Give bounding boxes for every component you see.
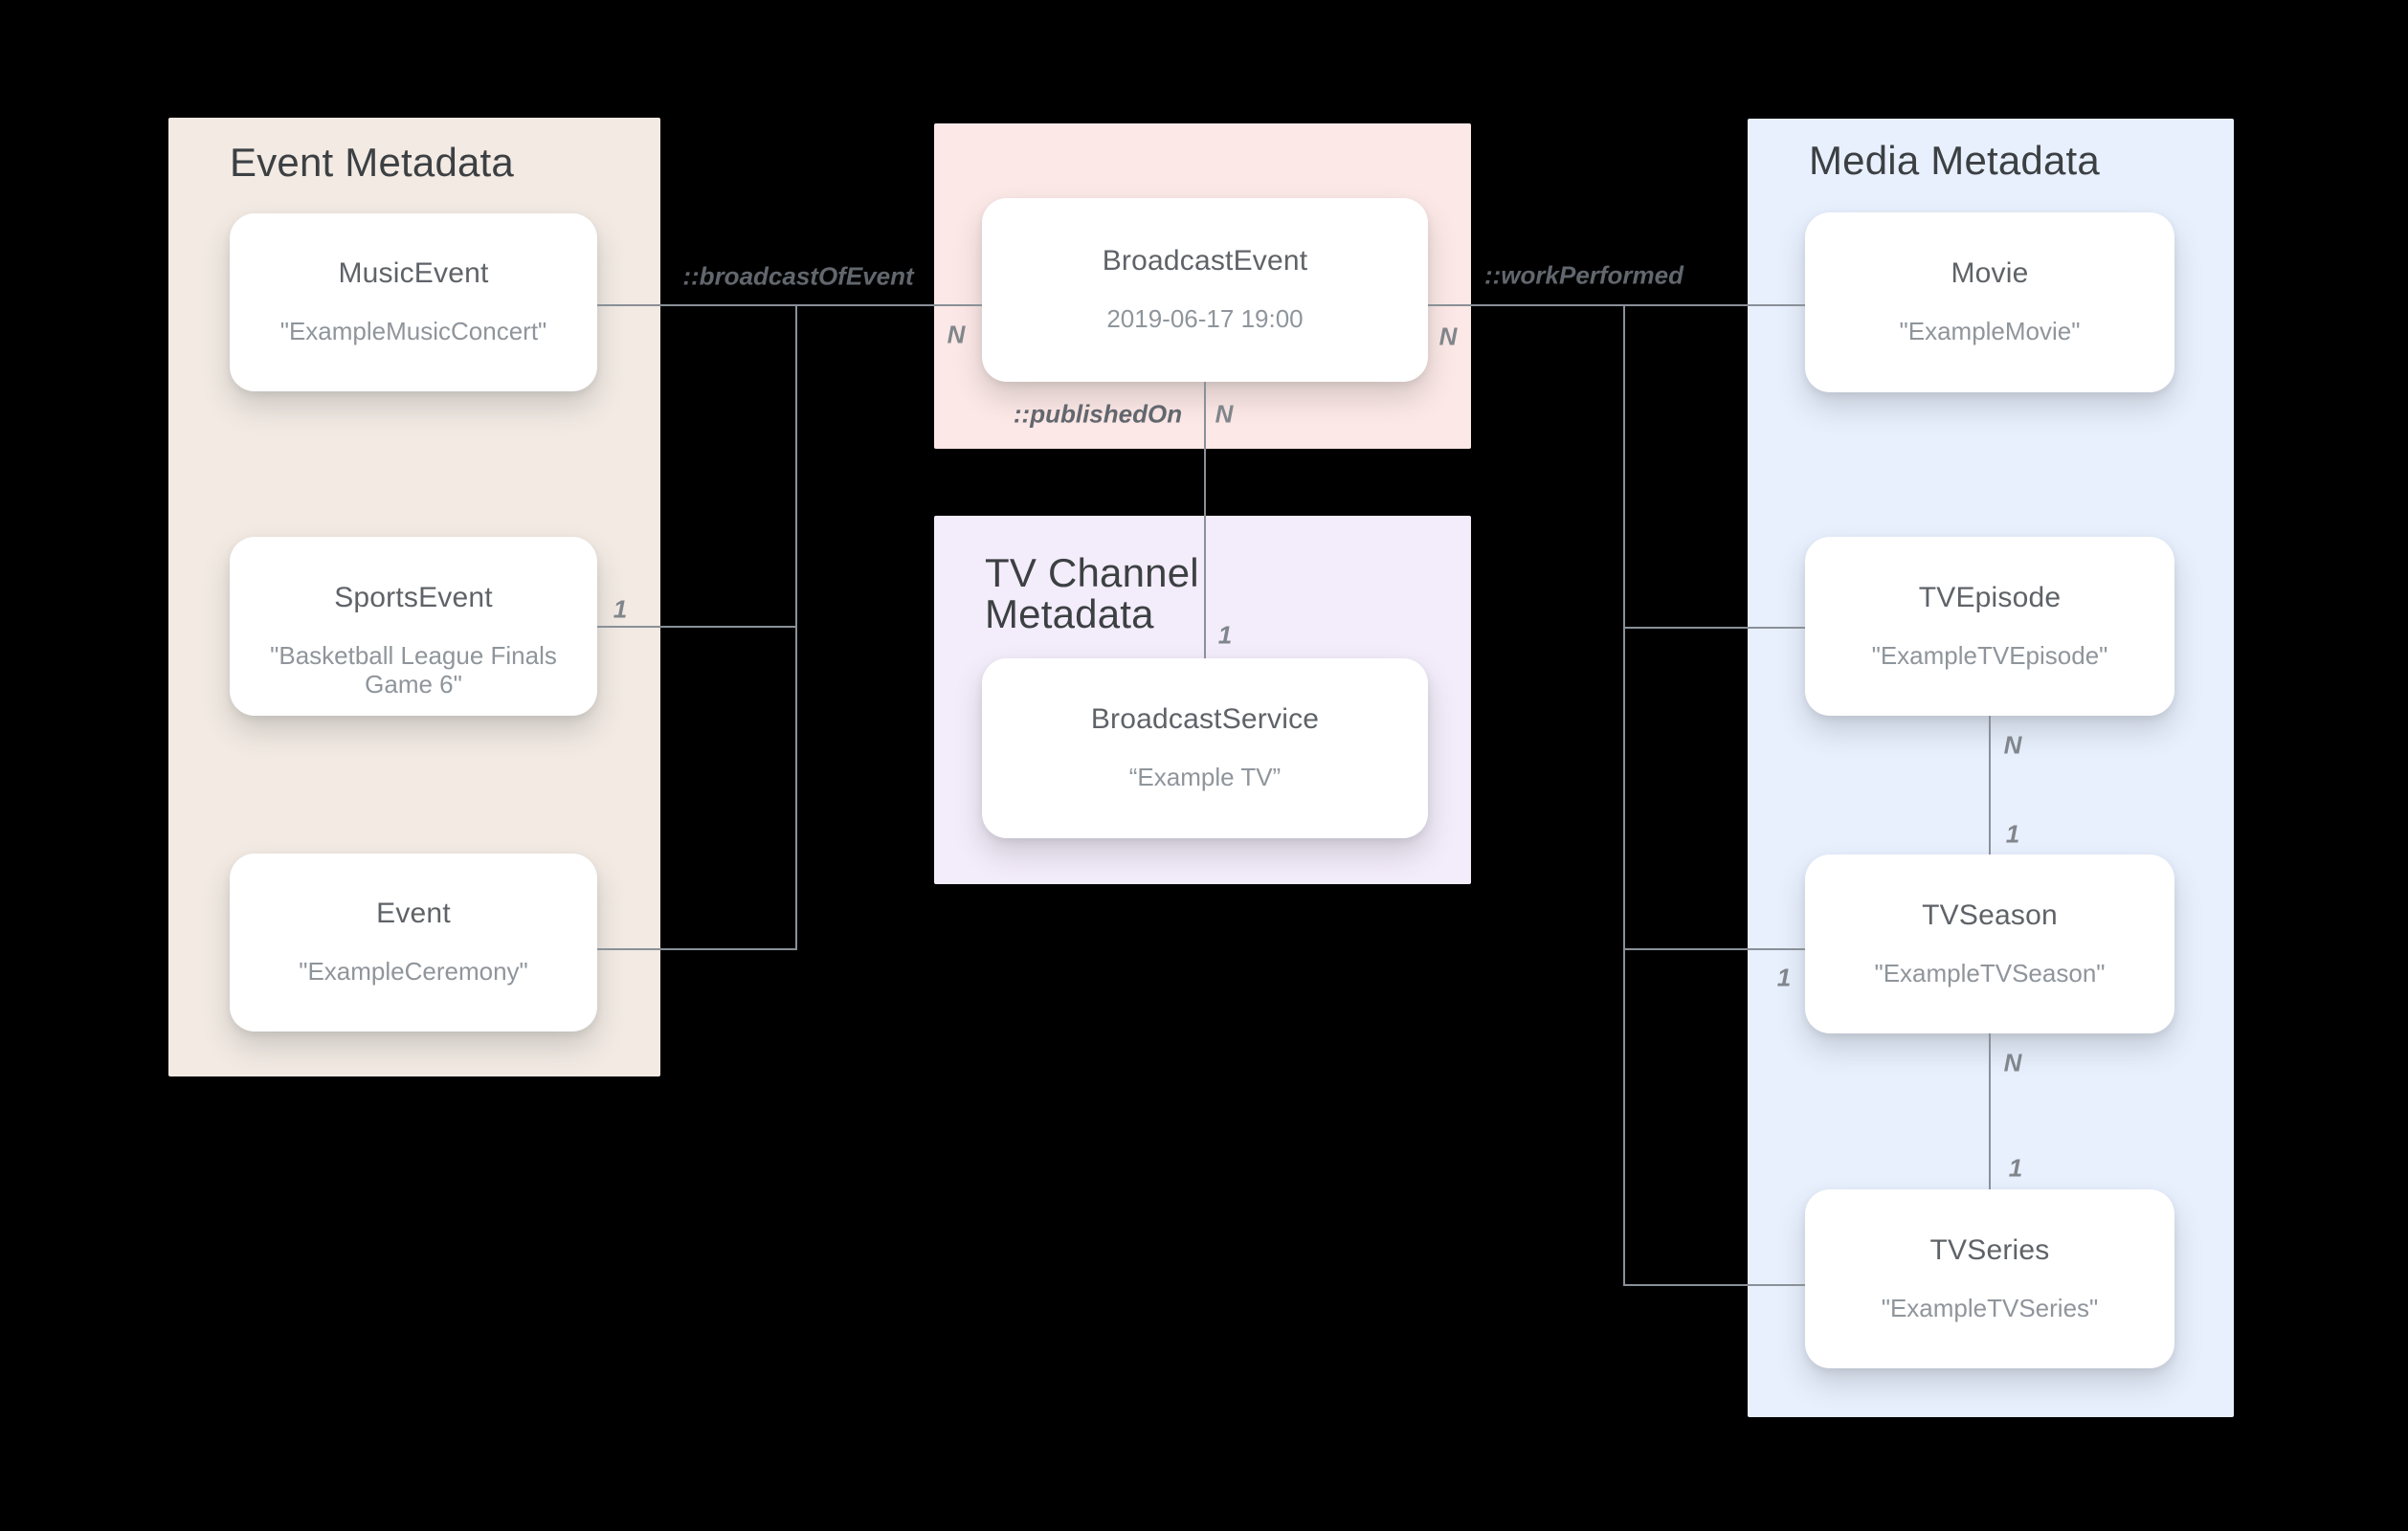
node-broadcast-event: BroadcastEvent 2019-06-17 19:00 [982, 198, 1428, 382]
cardinality-n-tvepisode: N [2003, 730, 2022, 760]
node-title: TVEpisode [1918, 581, 2062, 613]
connector-broadcastevent-movie [1428, 304, 1805, 306]
node-example-value: "ExampleCeremony" [299, 957, 528, 986]
section-broadcast-event: BroadcastEvent 2019-06-17 19:00 [934, 123, 1471, 449]
cardinality-n-tvseason-bottom: N [2003, 1048, 2022, 1077]
section-title-line-2: Metadata [985, 591, 1154, 636]
cardinality-n-broadcastevent-left: N [947, 320, 966, 349]
node-example-value: "ExampleMusicConcert" [279, 317, 547, 345]
cardinality-1-tvseries-top: 1 [2008, 1153, 2023, 1183]
node-title: TVSeries [1929, 1233, 2050, 1266]
connector-publishedon-vertical [1204, 382, 1206, 658]
node-title: BroadcastEvent [1102, 245, 1308, 277]
node-tv-season: TVSeason "ExampleTVSeason" [1805, 854, 2174, 1033]
cardinality-n-broadcastevent-right: N [1438, 322, 1458, 351]
relation-label-work-performed: ::workPerformed [1483, 260, 1684, 290]
node-tv-episode: TVEpisode "ExampleTVEpisode" [1805, 537, 2174, 716]
section-tv-channel-metadata: TV Channel Metadata BroadcastService “Ex… [934, 516, 1471, 884]
node-datetime-value: 2019-06-17 19:00 [1106, 304, 1304, 333]
section-title-media-metadata: Media Metadata [1809, 138, 2100, 183]
section-title-line-1: TV Channel [985, 550, 1199, 595]
cardinality-1-sportsevent: 1 [613, 594, 628, 624]
cardinality-1-broadcastservice: 1 [1217, 620, 1233, 650]
relation-label-published-on: ::publishedOn [1013, 399, 1183, 429]
node-example-value: "ExampleTVSeries" [1881, 1293, 2099, 1322]
node-example-value: “Example TV” [1128, 763, 1282, 791]
connector-musicevent-broadcastevent [597, 304, 982, 306]
node-example-value: "Basketball League Finals Game 6" [270, 640, 557, 699]
node-title: BroadcastService [1090, 703, 1320, 735]
connector-tvepisode-branch [1623, 627, 1805, 629]
node-event: Event "ExampleCeremony" [230, 854, 597, 1032]
node-tv-series: TVSeries "ExampleTVSeries" [1805, 1189, 2174, 1368]
section-media-metadata: Media Metadata Movie "ExampleMovie" TVEp… [1748, 119, 2234, 1417]
section-title-event-metadata: Event Metadata [230, 140, 514, 185]
node-example-value: "ExampleTVSeason" [1874, 958, 2106, 987]
node-title: Movie [1951, 257, 2029, 289]
relation-label-broadcast-of-event: ::broadcastOfEvent [682, 261, 914, 291]
node-title: SportsEvent [334, 581, 493, 613]
cardinality-1-tvseason-left: 1 [1776, 963, 1792, 992]
connector-workperformed-trunk-vertical [1623, 304, 1625, 1286]
connector-tvseries-branch [1623, 1284, 1805, 1286]
connector-event-branch [597, 948, 797, 950]
node-title: Event [376, 898, 451, 929]
node-sports-event: SportsEvent "Basketball League Finals Ga… [230, 537, 597, 716]
node-broadcast-service: BroadcastService “Example TV” [982, 658, 1428, 838]
node-example-value: "ExampleTVEpisode" [1871, 640, 2108, 670]
cardinality-n-publishedon: N [1215, 399, 1234, 429]
node-movie: Movie "ExampleMovie" [1805, 212, 2174, 392]
section-title-tv-channel-metadata: TV Channel Metadata [985, 552, 1199, 634]
section-event-metadata: Event Metadata MusicEvent "ExampleMusicC… [168, 118, 660, 1076]
connector-tvseason-tvseries-vertical [1989, 1033, 1991, 1189]
connector-tvseason-branch [1623, 948, 1805, 950]
node-example-value: "ExampleMovie" [1899, 317, 2081, 345]
connector-tvepisode-tvseason-vertical [1989, 716, 1991, 854]
node-title: TVSeason [1922, 899, 2058, 931]
cardinality-1-tvseason-top: 1 [2005, 819, 2020, 849]
connector-event-trunk-vertical [795, 304, 797, 950]
node-title: MusicEvent [338, 257, 489, 289]
node-music-event: MusicEvent "ExampleMusicConcert" [230, 213, 597, 391]
connector-sportsevent-branch [597, 626, 797, 628]
